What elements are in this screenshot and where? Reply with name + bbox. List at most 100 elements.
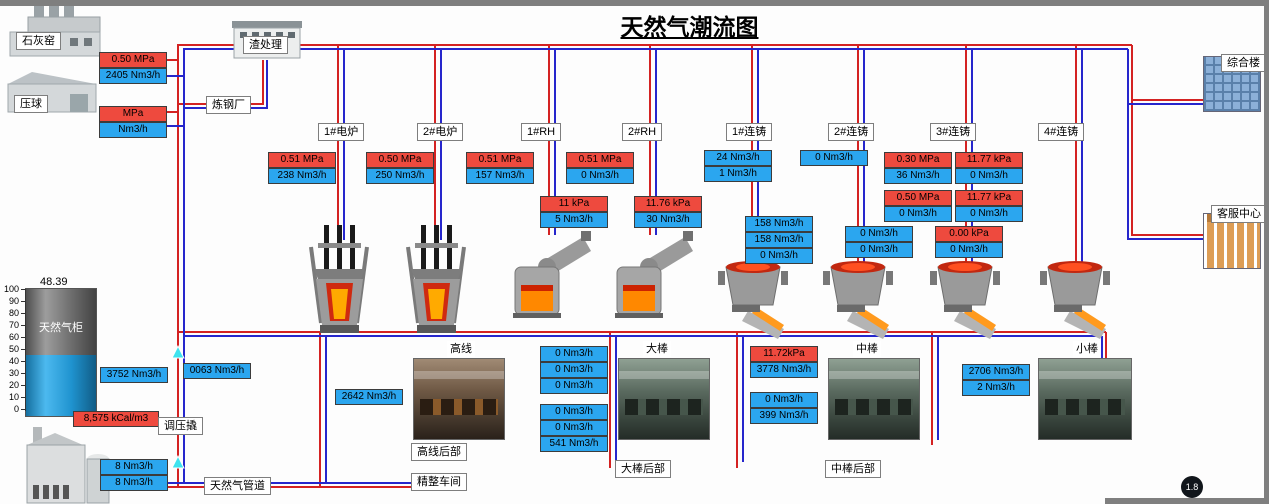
unit-tab-rh2[interactable]: 2#RH xyxy=(622,123,663,141)
medium-bar-mill-photo[interactable] xyxy=(828,358,920,440)
meter-cc2-flow1: 0 Nm3/h xyxy=(800,150,868,166)
meter-mid-stack2-1: 0 Nm3/h xyxy=(540,404,608,420)
complex-building-label: 综合楼 xyxy=(1221,54,1266,72)
gauge-tick: 90 xyxy=(8,296,19,306)
caster4-ladle-icon[interactable] xyxy=(1040,253,1110,341)
meter-smallbar-flow1: 2706 Nm3/h xyxy=(962,364,1030,380)
top-edge xyxy=(0,0,1269,6)
meter-highwire-flow: 2642 Nm3/h xyxy=(335,389,403,405)
lime-kiln-label: 石灰窑 xyxy=(16,32,61,50)
meter-cc2-stack1: 0 Nm3/h xyxy=(845,226,913,242)
meter-cc2-stack2: 0 Nm3/h xyxy=(845,242,913,258)
meter-cc3-flow2: 0 Nm3/h xyxy=(884,206,952,222)
meter-cc4-pressure: 11.77 kPa xyxy=(955,152,1023,168)
large-bar-label: 大棒 xyxy=(643,341,671,357)
meter-holder-flow1: 3752 Nm3/h xyxy=(100,367,168,383)
meter-rh2-kpa: 11.76 kPa xyxy=(634,196,702,212)
meter-cc3-kpa-flow: 0 Nm3/h xyxy=(935,242,1003,258)
large-bar-mill-photo[interactable] xyxy=(618,358,710,440)
meter-largebar-flow: 3778 Nm3/h xyxy=(750,362,818,378)
meter-cc1-stack1: 158 Nm3/h xyxy=(745,216,813,232)
meter-pipeline-flow2: 8 Nm3/h xyxy=(100,475,168,491)
medium-bar-label: 中棒 xyxy=(853,341,881,357)
meter-cc4-pressure2: 11.77 kPa xyxy=(955,190,1023,206)
service-center-label: 客服中心 xyxy=(1211,205,1267,223)
gauge-tick: 100 xyxy=(3,284,19,294)
high-wire-mill-photo[interactable] xyxy=(413,358,505,440)
meter-largebar-flow3: 399 Nm3/h xyxy=(750,408,818,424)
service-center-building-icon[interactable] xyxy=(1203,213,1261,269)
meter-largebar-flow2: 0 Nm3/h xyxy=(750,392,818,408)
unit-tab-cc1[interactable]: 1#连铸 xyxy=(726,123,773,141)
rh2-degasser-icon[interactable] xyxy=(607,225,695,320)
gauge-tick: 70 xyxy=(8,320,19,330)
gauge-tick: 30 xyxy=(8,368,19,378)
meter-rh2-pressure: 0.51 MPa xyxy=(566,152,634,168)
caster2-ladle-icon[interactable] xyxy=(823,253,893,341)
unit-tab-rh1[interactable]: 1#RH xyxy=(521,123,562,141)
meter-rh1-kpa-flow: 5 Nm3/h xyxy=(540,212,608,228)
corner-badge[interactable]: 1.8 xyxy=(1181,476,1203,498)
finishing-shop-label: 精整车间 xyxy=(411,473,467,491)
meter-cc1-flow1: 24 Nm3/h xyxy=(704,150,772,166)
meter-cc3-pressure: 0.30 MPa xyxy=(884,152,952,168)
meter-cc3-pressure2: 0.50 MPa xyxy=(884,190,952,206)
medium-bar-rear-label: 中棒后部 xyxy=(825,460,881,478)
meter-cc1-flow2: 1 Nm3/h xyxy=(704,166,772,182)
meter-eaf2-flow: 250 Nm3/h xyxy=(366,168,434,184)
meter-largebar-kpa: 11.72kPa xyxy=(750,346,818,362)
gauge-scale xyxy=(21,289,26,411)
unit-tab-cc4[interactable]: 4#连铸 xyxy=(1038,123,1085,141)
meter-rh1-flow: 157 Nm3/h xyxy=(466,168,534,184)
caster3-ladle-icon[interactable] xyxy=(930,253,1000,341)
gauge-tick: 20 xyxy=(8,380,19,390)
gas-holder-fill-level xyxy=(26,355,96,416)
regulator-skid-label: 调压撬 xyxy=(158,417,203,435)
meter-cc3-kpa: 0.00 kPa xyxy=(935,226,1003,242)
large-bar-rear-label: 大棒后部 xyxy=(615,460,671,478)
meter-pressball-flow: Nm3/h xyxy=(99,122,167,138)
meter-lime-pressure: 0.50 MPa xyxy=(99,52,167,68)
gas-pipeline-label: 天然气管道 xyxy=(204,477,271,495)
gauge-tick: 50 xyxy=(8,344,19,354)
unit-tab-cc3[interactable]: 3#连铸 xyxy=(930,123,977,141)
meter-pipeline-flow1: 8 Nm3/h xyxy=(100,459,168,475)
steel-plant-label: 炼钢厂 xyxy=(206,96,251,114)
gauge-tick: 10 xyxy=(8,392,19,402)
meter-eaf2-pressure: 0.50 MPa xyxy=(366,152,434,168)
eaf1-furnace-icon[interactable] xyxy=(303,225,375,337)
caster1-ladle-icon[interactable] xyxy=(718,253,788,341)
small-bar-label: 小棒 xyxy=(1073,341,1101,357)
eaf2-furnace-icon[interactable] xyxy=(400,225,472,337)
meter-mid-stack2-2: 0 Nm3/h xyxy=(540,420,608,436)
meter-cc4-flow: 0 Nm3/h xyxy=(955,168,1023,184)
meter-smallbar-flow2: 2 Nm3/h xyxy=(962,380,1030,396)
meter-pressball-pressure: MPa xyxy=(99,106,167,122)
meter-heat-value: 8,575 kCal/m3 xyxy=(73,411,159,427)
meter-mid-stack1-3: 0 Nm3/h xyxy=(540,378,608,394)
unit-tab-eaf2[interactable]: 2#电炉 xyxy=(417,123,464,141)
unit-tab-cc2[interactable]: 2#连铸 xyxy=(828,123,875,141)
factory-building-icon[interactable] xyxy=(25,427,120,504)
meter-rh1-kpa: 11 kPa xyxy=(540,196,608,212)
gauge-tick: 40 xyxy=(8,356,19,366)
unit-tab-eaf1[interactable]: 1#电炉 xyxy=(318,123,365,141)
gas-holder-tank[interactable]: 天然气柜 xyxy=(25,288,97,417)
gauge-tick: 0 xyxy=(13,404,19,414)
gauge-tick: 60 xyxy=(8,332,19,342)
rh1-degasser-icon[interactable] xyxy=(505,225,593,320)
bottom-right-edge xyxy=(1105,498,1269,504)
meter-cc1-stack3: 0 Nm3/h xyxy=(745,248,813,264)
meter-mid-stack1-1: 0 Nm3/h xyxy=(540,346,608,362)
meter-cc1-stack2: 158 Nm3/h xyxy=(745,232,813,248)
small-bar-mill-photo[interactable] xyxy=(1038,358,1132,440)
meter-cc4-flow2: 0 Nm3/h xyxy=(955,206,1023,222)
meter-holder-flow2: 0063 Nm3/h xyxy=(183,363,251,379)
gauge-tick: 80 xyxy=(8,308,19,318)
meter-rh2-flow: 0 Nm3/h xyxy=(566,168,634,184)
meter-mid-stack1-2: 0 Nm3/h xyxy=(540,362,608,378)
meter-cc3-flow: 36 Nm3/h xyxy=(884,168,952,184)
meter-eaf1-pressure: 0.51 MPa xyxy=(268,152,336,168)
meter-eaf1-flow: 238 Nm3/h xyxy=(268,168,336,184)
